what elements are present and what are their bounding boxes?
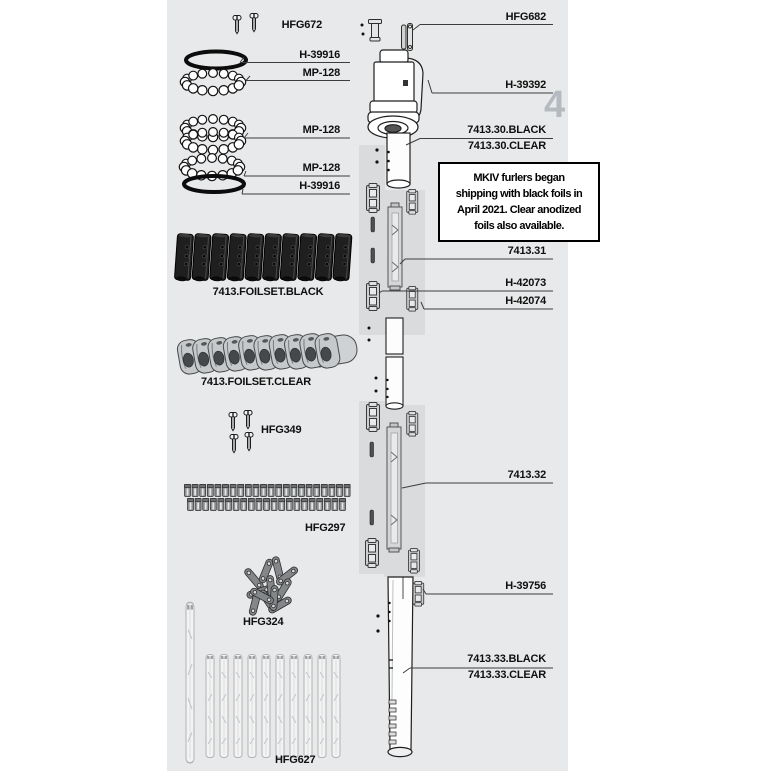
part-7413-32-foil <box>386 422 402 553</box>
part-connector-assembly-lower <box>365 402 420 574</box>
label-hfg682: HFG682 <box>505 11 547 23</box>
part-hfg682 <box>360 19 413 51</box>
page-number-watermark: 4 <box>544 84 565 126</box>
part-7413-31-foil <box>387 202 403 291</box>
part-mp-128-bearing-double <box>179 113 247 156</box>
label-h-42074: H-42074 <box>505 295 546 307</box>
note-box: MKIV furlers began shipping with black f… <box>438 162 600 242</box>
label-mp-128-low: MP-128 <box>302 162 341 174</box>
part-7413-30-tube <box>375 132 411 189</box>
label-h-39392: H-39392 <box>505 79 546 91</box>
label-mp-128-top: MP-128 <box>302 67 341 79</box>
label-hfg297: HFG297 <box>305 522 346 534</box>
label-foilset-black: 7413.FOILSET.BLACK <box>212 286 324 298</box>
label-mp-128-mid: MP-128 <box>302 124 341 136</box>
note-line: MKIV furlers began <box>473 172 565 184</box>
part-h-39916-ring-low <box>182 174 246 194</box>
note-line: foils also available. <box>474 220 564 232</box>
label-7413-30-black: 7413.30.BLACK <box>467 124 546 136</box>
label-h-39756: H-39756 <box>505 580 546 592</box>
part-h-39756-connector <box>412 580 425 607</box>
part-connector-assembly-upper <box>366 183 419 312</box>
diagram-panel <box>167 0 568 771</box>
part-middle-tubes <box>367 317 404 410</box>
label-hfg324: HFG324 <box>243 616 284 628</box>
part-foilset-black <box>173 232 353 283</box>
label-7413-33-clear: 7413.33.CLEAR <box>467 669 546 681</box>
label-hfg627: HFG627 <box>275 754 316 766</box>
part-hfg324-links <box>242 555 300 617</box>
part-h-39916-ring-top <box>184 49 248 71</box>
part-mp-128-bearing-top <box>179 67 247 97</box>
label-h-42073: H-42073 <box>505 277 546 289</box>
label-7413-30-clear: 7413.30.CLEAR <box>467 140 546 152</box>
part-h-39392-swivel <box>367 49 424 139</box>
part-foilset-clear <box>175 331 358 376</box>
label-7413-33-black: 7413.33.BLACK <box>467 653 546 665</box>
label-hfg672: HFG672 <box>281 19 323 31</box>
label-leader-lines <box>239 24 553 674</box>
label-h-39916-low: H-39916 <box>299 180 340 192</box>
part-hfg349-screws <box>228 409 254 454</box>
label-hfg349: HFG349 <box>261 424 302 436</box>
part-7413-33-tube <box>376 576 414 758</box>
part-hfg672-screws <box>232 12 259 35</box>
label-foilset-clear: 7413.FOILSET.CLEAR <box>200 376 312 388</box>
part-hfg297-clips <box>184 484 351 511</box>
label-7413-31: 7413.31 <box>507 245 547 257</box>
label-h-39916-top: H-39916 <box>299 49 340 61</box>
note-line: shipping with black foils in <box>455 188 583 200</box>
label-7413-32: 7413.32 <box>507 469 547 481</box>
note-line: April 2021. Clear anodized <box>457 204 581 216</box>
